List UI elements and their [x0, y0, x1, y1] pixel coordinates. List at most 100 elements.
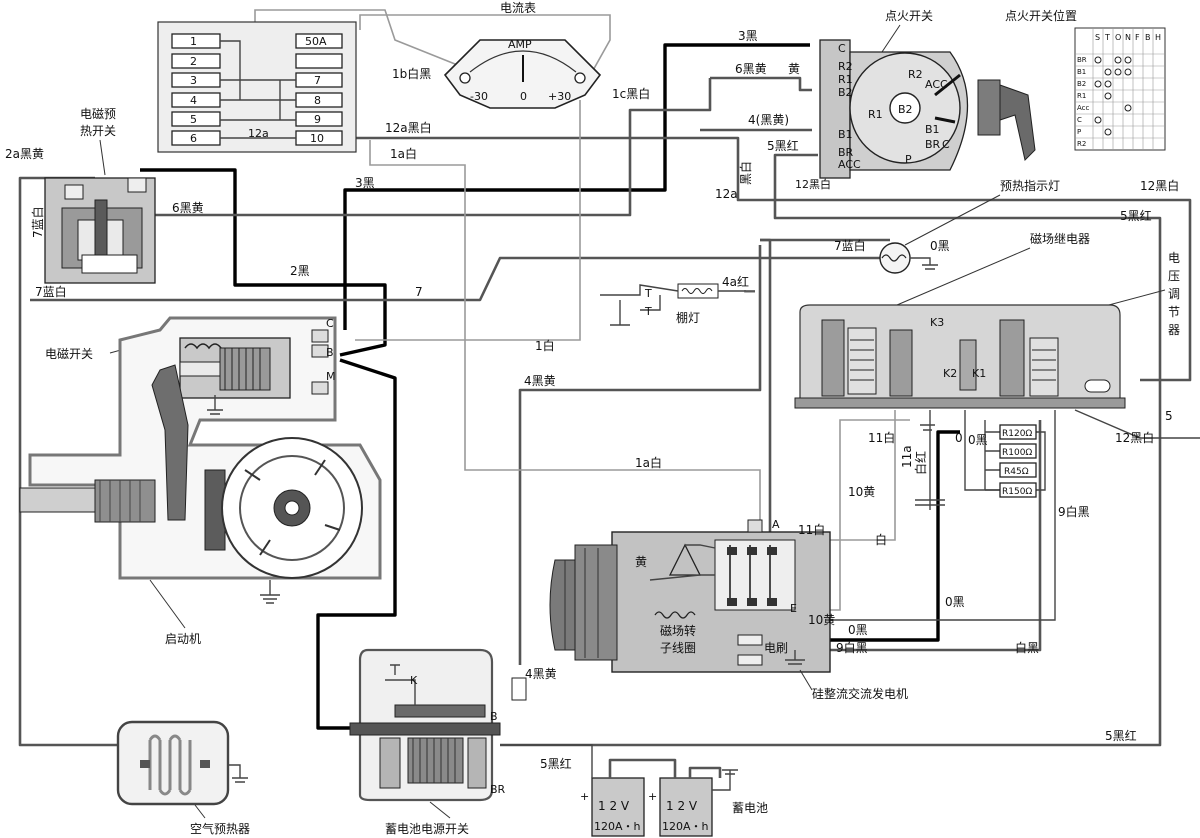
ign-inner-acc: ACC — [925, 78, 948, 91]
fuse-5: 5 — [190, 113, 197, 126]
ammeter-scale-pos: +30 — [548, 90, 571, 103]
preheat-lamp: 预热指示灯 — [879, 178, 1060, 274]
wire-5d: 5黑红 — [540, 756, 572, 771]
preheat-switch-title-2: 热开关 — [80, 124, 116, 138]
wire-12a1: 12a黑白 — [385, 120, 432, 135]
wire-9b: 9白黑 — [836, 640, 868, 655]
ign-terminal-wire: 12黑白 — [795, 177, 831, 191]
pos-row-acc: Acc — [1077, 104, 1090, 112]
regulator-title-5: 器 — [1168, 323, 1180, 337]
wire-5e: 5黑红 — [1105, 728, 1137, 743]
wire-11b: 11白 — [798, 522, 825, 537]
wire-4a: 4a红 — [722, 274, 749, 289]
wire-1e: 1a白 — [635, 455, 662, 470]
wire-10a: 10黄 — [848, 485, 875, 499]
preheat-switch: 电磁预 热开关 — [44, 106, 156, 284]
wire-yellow2: 黄 — [635, 555, 647, 569]
battery-2-capacity: 120A・h — [662, 820, 709, 833]
regulator-title-1: 电 — [1168, 251, 1180, 265]
wire-5: 5黑红 — [767, 138, 799, 153]
fuse-9: 9 — [314, 113, 321, 126]
ign-inner-br: BR — [925, 138, 941, 151]
pos-row-br: BR — [1077, 56, 1087, 64]
wire-1a1: 1a白 — [390, 146, 417, 161]
battery-1-plus: + — [580, 790, 589, 803]
wire-0b: 0 — [955, 431, 963, 445]
air-heater-title: 空气预热器 — [190, 821, 250, 836]
preheat-switch-title-1: 电磁预 — [80, 106, 116, 121]
ignition-title: 点火开关 — [885, 9, 933, 23]
ign-term-acc: ACC — [838, 158, 861, 171]
wire-12b: 12黑白 — [1140, 178, 1179, 193]
battery-1-capacity: 120A・h — [594, 820, 641, 833]
wire-7a: 7蓝白 — [30, 206, 45, 238]
solenoid-term-b: B — [326, 346, 334, 359]
wire-0c: 0黑 — [968, 433, 988, 447]
fuse-2: 2 — [190, 55, 197, 68]
alt-term-e: E — [790, 602, 797, 615]
battery-switch-title: 蓄电池电源开关 — [385, 822, 469, 836]
battery-1-voltage: 1 2 V — [598, 799, 630, 813]
wire-11d: 白红 — [913, 451, 928, 475]
wire-0a: 0黑 — [930, 239, 950, 253]
alternator: A E 磁场转 子线圈 电刷 硅整流交流发电机 — [549, 518, 908, 701]
ign-inner-b1: B1 — [925, 123, 940, 136]
battery-switch: K B BR 蓄电池电源开关 — [349, 648, 527, 836]
pos-row-r1: R1 — [1077, 92, 1086, 100]
wire-labels: 1b白黑 1c黑白 3黑 6黑黄 黄 4(黑黄) 5黑红 12a黑白 1a白 3… — [5, 29, 1179, 771]
pos-row-p: P — [1077, 128, 1081, 136]
pos-col-f: F — [1135, 33, 1140, 42]
regulator-title-4: 节 — [1168, 305, 1180, 319]
pos-row-r2: R2 — [1077, 140, 1086, 148]
pos-col-s: S — [1095, 33, 1100, 42]
ammeter-terminal-right — [574, 72, 586, 84]
pos-row-b2: B2 — [1077, 80, 1086, 88]
air-heater: 空气预热器 — [116, 720, 250, 836]
fuse-box: 1 2 3 4 5 6 50A 7 8 9 10 12a — [157, 21, 357, 153]
ammeter: 电流表 AMP -30 0 +30 — [443, 1, 602, 109]
pos-col-b: B — [1145, 33, 1151, 42]
solenoid-term-c: C — [326, 317, 334, 330]
wire-1d: 1白 — [535, 338, 555, 353]
ign-term-r2: R2 — [838, 60, 853, 73]
solenoid-term-m: M — [326, 370, 336, 383]
wire-5b: 5黑红 — [1120, 208, 1152, 223]
wire-1c: 1c黑白 — [612, 86, 650, 101]
wire-4: 4(黑黄) — [748, 113, 789, 127]
wire-11a: 11白 — [868, 430, 895, 445]
ammeter-terminal-left — [459, 72, 471, 84]
wire-4b: 4黑黄 — [524, 374, 556, 388]
starter-title: 启动机 — [165, 632, 201, 646]
wire-4c: 4黑黄 — [525, 667, 557, 681]
wire-yellow: 黄 — [788, 62, 800, 76]
ign-term-c: C — [838, 42, 846, 55]
resistor-r100: R100Ω — [1002, 448, 1032, 458]
wire-7b: 7蓝白 — [35, 284, 67, 299]
resistor-r150: R150Ω — [1002, 487, 1032, 497]
shed-term-t2: T — [644, 305, 652, 318]
wire-12c: 12a — [715, 187, 738, 201]
wire-0d: 0黑 — [945, 595, 965, 609]
pos-col-o: O — [1115, 33, 1121, 42]
ign-term-br: BR — [838, 146, 854, 159]
ign-inner-r1: R1 — [868, 108, 883, 121]
ign-inner-p: P — [905, 153, 912, 166]
regulator-title-2: 压 — [1168, 269, 1180, 283]
battery-2-plus: + — [648, 790, 657, 803]
wire-11c: 11a — [900, 445, 914, 468]
wire-blackwhite: 黑白 — [738, 161, 753, 185]
fuse-10: 10 — [310, 132, 324, 145]
fuse-3: 3 — [190, 74, 197, 87]
ammeter-scale-zero: 0 — [520, 90, 527, 103]
ignition-switch: 点火开关 C R2 R1 B2 B1 BR ACC R2 ACC R1 B2 B… — [795, 9, 1036, 191]
wire-6a: 6黑黄 — [735, 62, 767, 76]
ign-term-b1: B1 — [838, 128, 853, 141]
field-relay-title: 磁场继电器 — [1030, 231, 1090, 246]
voltage-regulator: 磁场继电器 电 压 调 节 器 K3 K2 K1 R120Ω R100Ω R45… — [794, 231, 1180, 510]
battery-switch-term-k: K — [410, 674, 418, 687]
battery-2-voltage: 1 2 V — [666, 799, 698, 813]
regulator-title-3: 调 — [1168, 287, 1180, 301]
switch-position-table: 点火开关位置 S T O N F B H BR B1 B2 R1 Acc C P… — [1005, 8, 1166, 151]
solenoid-title: 电磁开关 — [45, 346, 93, 361]
ign-term-b2: B2 — [838, 86, 853, 99]
